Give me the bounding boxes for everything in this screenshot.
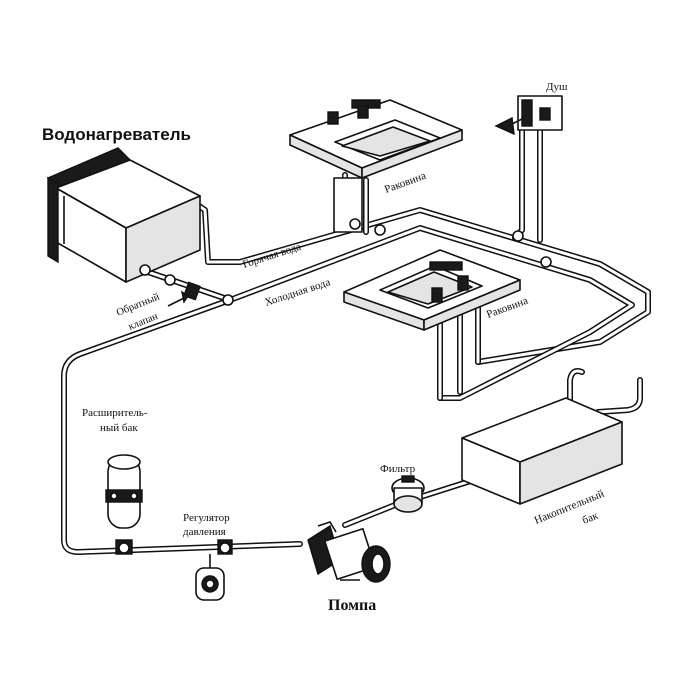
pipe-junctions [118, 218, 552, 554]
sink-bottom-icon [343, 249, 521, 331]
label-pressure-regulator-2: давления [183, 526, 226, 538]
label-sink-top: Раковина [383, 170, 428, 196]
pump-icon [307, 521, 391, 583]
label-water-heater: Водонагреватель [42, 125, 191, 144]
pipe-network [61, 115, 651, 555]
label-expansion-tank-1: Расширитель- [82, 407, 148, 419]
expansion-tank-icon [105, 454, 143, 555]
label-storage-tank-2: бак [581, 509, 601, 526]
shower-icon [494, 95, 563, 136]
storage-tank-icon [461, 397, 623, 505]
label-pressure-regulator-1: Регулятор [183, 512, 230, 524]
water-heater-icon [46, 147, 201, 283]
label-shower: Душ [546, 81, 568, 93]
label-filter: Фильтр [380, 463, 416, 475]
filter-icon [391, 475, 425, 513]
label-hot-water: Горячая вода [241, 241, 302, 271]
check-valve-icon [167, 281, 201, 307]
label-pump: Помпа [328, 597, 376, 614]
label-expansion-tank-2: ный бак [100, 422, 138, 434]
sink-top-icon [289, 99, 463, 233]
